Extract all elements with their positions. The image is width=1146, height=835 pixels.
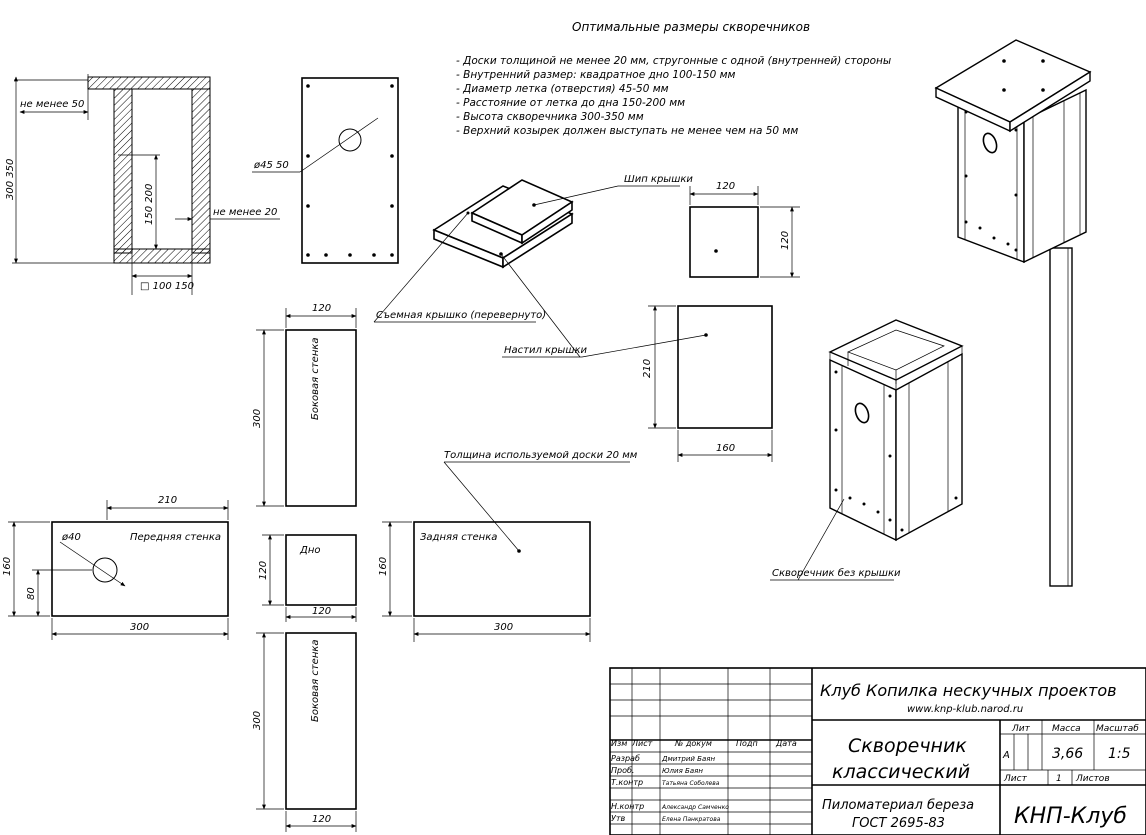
tb-lit-value: А	[1002, 750, 1010, 761]
front-hole-dim: ø45 50	[253, 160, 289, 171]
roof-overhang-dim: не менее 50	[20, 99, 84, 110]
tb-col-izm: Изм	[611, 739, 627, 748]
bottom-width-dim: 120	[312, 606, 331, 617]
tb-name-2: классический	[832, 761, 970, 783]
no-lid-label: Скворечник без крышки	[772, 567, 901, 579]
front-wall-part: ø40 Передняя стенка 210 160 80 300	[2, 495, 229, 640]
tb-material-2: ГОСТ 2695-83	[852, 816, 945, 831]
tb-role-5: Н.контр	[611, 802, 644, 811]
tb-stamp: КНП-Клуб	[1014, 804, 1127, 829]
tb-role-1: Разраб	[611, 754, 640, 763]
tb-lit-header: Лит	[1011, 724, 1031, 734]
tb-col-list: Лист	[631, 739, 653, 748]
roof-spike-label: Шип крышки	[624, 174, 693, 185]
spike-width-dim: 120	[716, 181, 735, 192]
deck-width-dim: 160	[716, 443, 735, 454]
tb-site: www.knp-klub.narod.ru	[907, 704, 1023, 715]
lid-deck-label: Настил крышки	[504, 345, 588, 356]
side-wall-top-part: Боковая стенка 120 300	[252, 303, 357, 507]
tb-material-1: Пиломатериал береза	[822, 798, 974, 813]
tb-role-6: Утв	[611, 814, 626, 823]
tb-org: Клуб Копилка нескучных проектов	[820, 681, 1117, 700]
tb-person-5: Александр Самченко	[661, 804, 729, 811]
side-wall-bottom-height-dim: 300	[252, 711, 263, 730]
back-width-dim: 300	[494, 622, 513, 633]
tb-col-date: Дата	[775, 739, 797, 748]
note-1: - Доски толщиной не менее 20 мм, cтругон…	[456, 55, 891, 67]
sheet-title: Оптимальные размеры скворечников	[572, 20, 810, 34]
inner-size-dim: □ 100 150	[140, 281, 194, 292]
side-wall-top-height-dim: 300	[252, 409, 263, 428]
note-5: - Высота скворечника 300-350 мм	[456, 111, 644, 123]
back-height-dim: 160	[378, 557, 389, 576]
tb-name-1: Скворечник	[848, 735, 967, 757]
tb-person-6: Елена Панкратова	[662, 816, 721, 823]
front-wall-label: Передняя стенка	[130, 532, 221, 543]
height-dim: 300 350	[5, 159, 16, 200]
front-width-dim: 300	[130, 622, 149, 633]
hole-to-floor-dim: 150 200	[144, 184, 155, 225]
tb-person-3: Татьяна Соболева	[662, 780, 720, 787]
back-wall-label: Задняя стенка	[420, 532, 497, 543]
wall-thickness-dim: не менее 20	[213, 207, 277, 218]
bottom-label: Дно	[299, 545, 320, 556]
tb-col-doc: № докум	[674, 739, 712, 748]
tb-person-2: Юлия Баян	[662, 767, 703, 775]
tb-sheet-label: Лист	[1003, 774, 1028, 784]
bottom-part: Дно 120 120	[258, 534, 357, 622]
side-wall-top-width-dim: 120	[312, 303, 331, 314]
birdhouse-open	[828, 319, 964, 542]
board-thickness-label: Толщина используемой доски 20 мм	[444, 450, 638, 461]
front-view: ø45 50	[252, 77, 399, 264]
back-wall-part: Задняя стенка 160 300	[378, 521, 591, 642]
tb-sheets-label: Листов	[1075, 774, 1110, 784]
tb-col-sign: Подп	[736, 739, 758, 748]
front-top-dim: 210	[158, 495, 177, 506]
note-6: - Верхний козырек должен выступать не ме…	[456, 125, 798, 137]
removable-lid-label: Съемная крышко (перевернуто)	[376, 310, 546, 321]
birdhouse-assembled	[934, 39, 1092, 587]
note-4: - Расстояние от летка до дна 150-200 мм	[456, 97, 685, 109]
section-view: не менее 50 300 350 150 200 не менее 20 …	[5, 74, 280, 295]
tb-mass-value: 3,66	[1052, 746, 1083, 762]
side-wall-bottom-label: Боковая стенка	[310, 639, 321, 722]
tb-role-2: Проб.	[611, 766, 634, 775]
tb-sheet-value: 1	[1056, 774, 1062, 784]
front-hole-height-dim: 80	[26, 587, 37, 600]
tb-scale-header: Масштаб	[1096, 724, 1139, 734]
tb-person-1: Дмитрий Баян	[661, 755, 715, 763]
lid-isometric	[432, 179, 574, 269]
tb-role-3: Т.контр	[611, 778, 643, 787]
roof-spike-part: 120 120	[689, 181, 800, 278]
side-wall-top-label: Боковая стенка	[310, 337, 321, 420]
bottom-height-dim: 120	[258, 561, 269, 580]
side-wall-bottom-part: Боковая стенка 300 120	[252, 632, 357, 832]
spike-height-dim: 120	[780, 231, 791, 250]
title-block: Изм Лист № докум Подп Дата Разраб Проб. …	[609, 667, 1146, 835]
tb-mass-header: Масса	[1052, 724, 1081, 734]
front-height-dim: 160	[2, 557, 13, 576]
notes-list: - Доски толщиной не менее 20 мм, cтругон…	[456, 55, 891, 137]
note-3: - Диаметр летка (отверстия) 45-50 мм	[456, 83, 669, 95]
lid-deck-part: 210 160	[642, 305, 773, 462]
deck-height-dim: 210	[642, 359, 653, 378]
front-hole-size-dim: ø40	[61, 532, 81, 543]
side-wall-bottom-width-dim: 120	[312, 814, 331, 825]
note-2: - Внутренний размер: квадратное дно 100-…	[456, 69, 736, 81]
tb-scale-value: 1:5	[1108, 746, 1131, 762]
